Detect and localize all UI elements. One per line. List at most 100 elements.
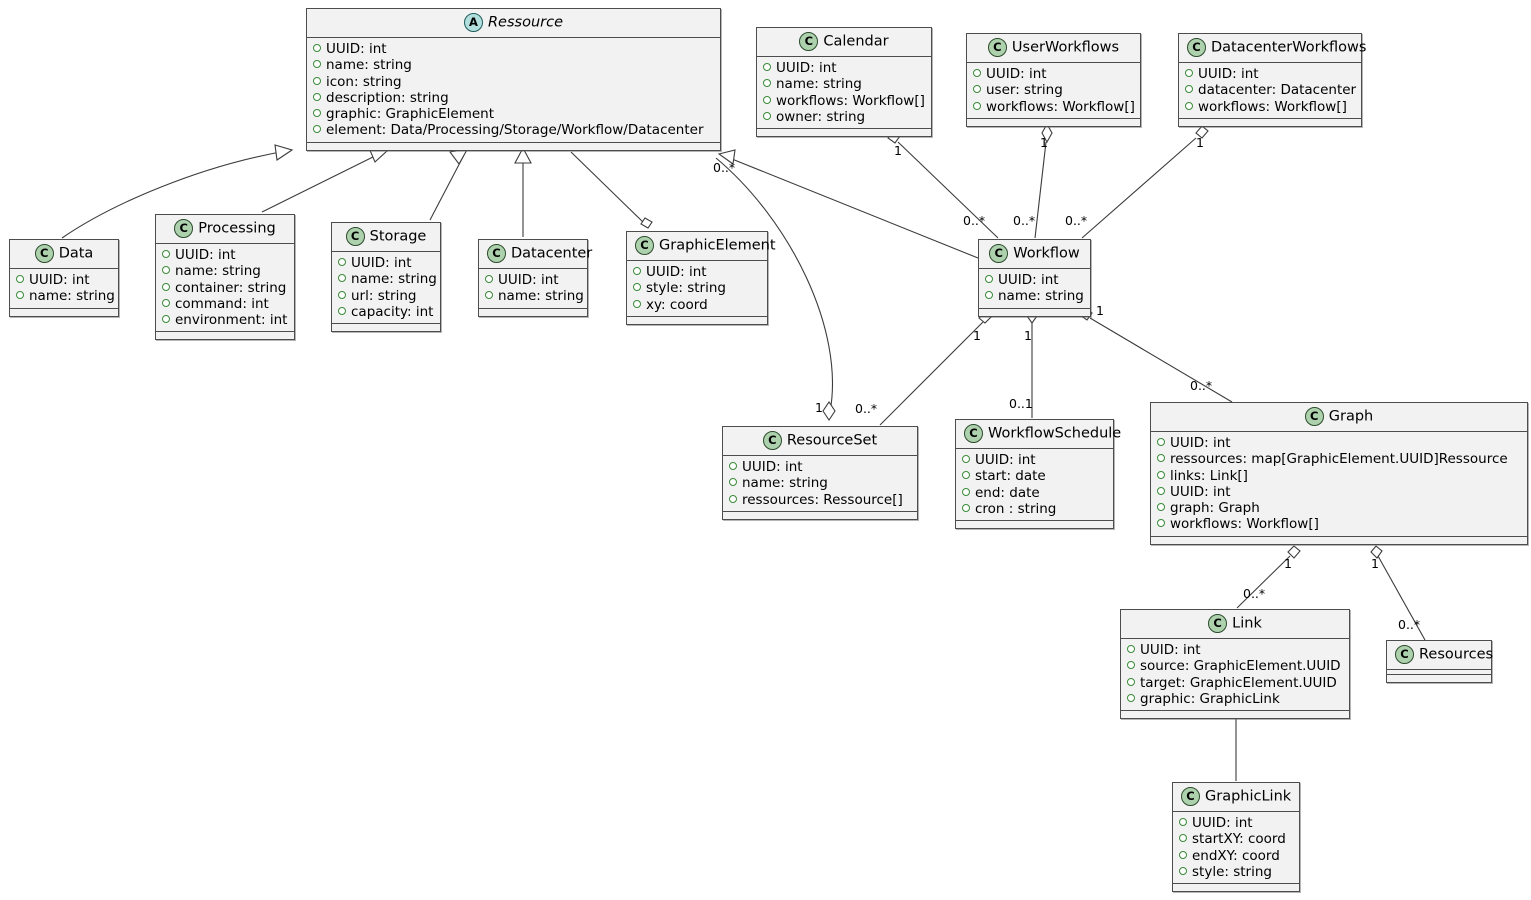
visibility-public-icon [1179, 850, 1187, 859]
attribute-text: name: string [742, 475, 828, 492]
attribute-row: url: string [338, 288, 436, 304]
attribute-text: source: GraphicElement.UUID [1140, 658, 1341, 675]
multiplicity-label: 1 [1371, 556, 1379, 571]
attribute-text: name: string [351, 271, 437, 288]
class-methods-calendar [757, 129, 931, 137]
attribute-row: UUID: int [1179, 815, 1295, 831]
attribute-row: container: string [162, 280, 290, 296]
attribute-text: name: string [29, 288, 115, 305]
attribute-text: style: string [646, 280, 726, 297]
visibility-public-icon [1185, 85, 1193, 94]
attribute-text: UUID: int [1170, 483, 1231, 500]
attribute-text: start: date [975, 468, 1046, 485]
attribute-text: graphic: GraphicLink [1140, 690, 1280, 707]
class-name-userworkflows: UserWorkflows [1011, 39, 1120, 56]
visibility-public-icon [338, 290, 346, 299]
class-methods-processing [156, 332, 294, 340]
visibility-public-icon [985, 291, 993, 300]
attribute-row: end: date [962, 485, 1109, 501]
attribute-text: workflows: Workflow[] [986, 98, 1135, 115]
aggregation-diamond-resourceset-a [822, 401, 836, 421]
attribute-text: description: string [326, 89, 449, 106]
class-methods-workflowschedule [956, 521, 1113, 529]
class-methods-resources [1387, 675, 1491, 682]
attribute-text: url: string [351, 287, 417, 304]
visibility-public-icon [338, 258, 346, 266]
attribute-row: graphic: GraphicElement [313, 106, 716, 122]
visibility-public-icon [729, 478, 737, 487]
attribute-text: UUID: int [1198, 66, 1259, 82]
attribute-text: ressources: map[GraphicElement.UUID]Ress… [1170, 451, 1508, 468]
multiplicity-label: 1 [1284, 556, 1292, 571]
visibility-public-icon [162, 298, 170, 307]
visibility-public-icon [313, 125, 321, 134]
attribute-text: user: string [986, 82, 1063, 99]
class-name-graphicelement: GraphicElement [659, 237, 776, 254]
visibility-public-icon [313, 44, 321, 52]
attribute-row: name: string [763, 76, 927, 92]
attribute-text: UUID: int [351, 255, 412, 271]
class-icon: C [1187, 38, 1206, 57]
multiplicity-label: 1 [1040, 135, 1048, 150]
visibility-public-icon [973, 85, 981, 94]
visibility-public-icon [763, 111, 771, 120]
visibility-public-icon [485, 275, 493, 283]
class-methods-graphiclink [1173, 884, 1299, 892]
class-methods-resourceset [723, 511, 917, 519]
class-methods-link [1121, 711, 1349, 719]
attribute-row: UUID: int [1127, 642, 1345, 658]
attribute-text: UUID: int [1192, 815, 1253, 831]
class-name-workflow: Workflow [1013, 245, 1080, 262]
attribute-text: xy: coord [646, 296, 708, 313]
visibility-public-icon [162, 266, 170, 275]
attribute-row: environment: int [162, 312, 290, 328]
multiplicity-label: 1 [1096, 303, 1104, 318]
edge-userworkflows-workflow [1034, 141, 1047, 239]
aggregation-diamond-graphicelement [640, 217, 653, 229]
attribute-row: UUID: int [485, 272, 583, 288]
class-icon: C [987, 38, 1007, 57]
visibility-public-icon [973, 69, 981, 77]
class-attributes-resources [1387, 670, 1491, 675]
attribute-text: UUID: int [1140, 642, 1201, 658]
attribute-row: datacenter: Datacenter [1185, 82, 1357, 98]
visibility-public-icon [1127, 677, 1135, 686]
attribute-text: workflows: Workflow[] [776, 92, 925, 109]
visibility-public-icon [763, 95, 771, 104]
attribute-text: startXY: coord [1192, 831, 1286, 848]
visibility-public-icon [1157, 454, 1165, 463]
visibility-public-icon [16, 275, 24, 283]
attribute-text: name: string [326, 57, 412, 74]
edge-ressource-graphicelement [570, 151, 646, 225]
class-icon: C [1181, 787, 1200, 806]
attribute-row: UUID: int [1157, 435, 1523, 451]
attribute-row: graphic: GraphicLink [1127, 691, 1345, 707]
visibility-public-icon [1157, 470, 1165, 479]
attribute-text: endXY: coord [1192, 847, 1280, 864]
